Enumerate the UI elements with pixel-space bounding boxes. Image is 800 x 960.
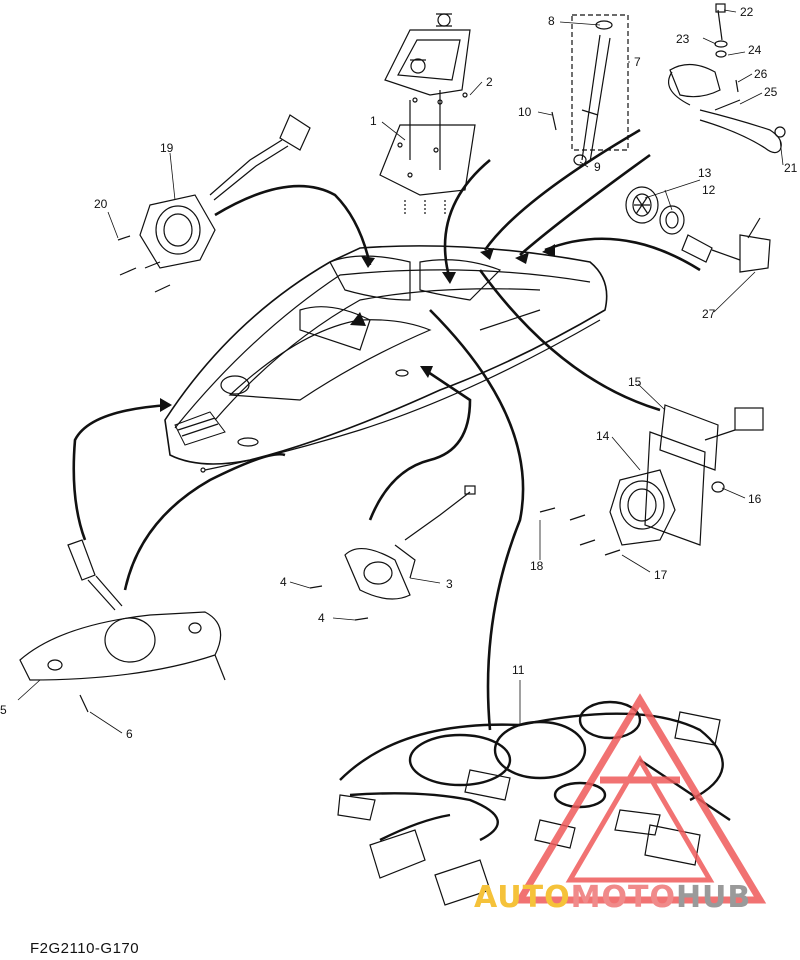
watermark-part-hub: HUB: [675, 880, 752, 915]
callout-25: 25: [764, 85, 778, 99]
callout-20: 20: [94, 197, 108, 211]
callout-3: 3: [446, 577, 453, 591]
harness-connectors: [337, 711, 721, 906]
speaker-assembly-right: [539, 404, 764, 556]
callout-6: 6: [126, 727, 133, 741]
callout-10: 10: [518, 105, 532, 119]
boat-hull: [164, 245, 608, 473]
callout-16: 16: [748, 492, 762, 506]
instrument-panel-assembly: [379, 13, 476, 215]
watermark-logo: AUTOMOTOHUB: [474, 880, 751, 915]
callout-2: 2: [486, 75, 493, 89]
arrowheads: [160, 244, 555, 412]
callout-11: 11: [512, 663, 525, 677]
callout-21: 21: [784, 161, 798, 175]
wiring-harness: [339, 700, 731, 842]
watermark-triangles: [513, 693, 767, 904]
callout-23: 23: [676, 32, 690, 46]
bracket-assembly: [668, 3, 786, 154]
callout-8: 8: [548, 14, 555, 28]
callout-1: 1: [370, 114, 377, 128]
callout-26: 26: [754, 67, 768, 81]
watermark-part-auto: AUTO: [474, 880, 571, 915]
callout-22: 22: [740, 5, 754, 19]
callout-9: 9: [594, 160, 601, 174]
callout-17: 17: [654, 568, 668, 582]
figure-code: F2G2110-G170: [30, 940, 140, 957]
leader-lines: [17, 9, 784, 734]
callout-18: 18: [530, 559, 544, 573]
callout-12: 12: [702, 183, 716, 197]
callout-24: 24: [748, 43, 762, 57]
callout-4b: 4: [318, 611, 325, 625]
callout-4a: 4: [280, 575, 287, 589]
callout-5: 5: [0, 703, 7, 717]
callout-14: 14: [596, 429, 610, 443]
fuel-sender-assembly: [551, 14, 629, 166]
speaker-assembly-left: [117, 114, 311, 293]
navigation-light: [19, 539, 226, 713]
routing-arrows: [72, 128, 701, 731]
callout-7: 7: [634, 55, 641, 69]
watermark-part-moto: MOTO: [570, 880, 676, 915]
callout-13: 13: [698, 166, 712, 180]
grommet-and-sensor: [625, 186, 771, 273]
callout-19: 19: [160, 141, 174, 155]
callout-27: 27: [702, 307, 716, 321]
courtesy-lamp: [309, 485, 476, 621]
callout-15: 15: [628, 375, 642, 389]
